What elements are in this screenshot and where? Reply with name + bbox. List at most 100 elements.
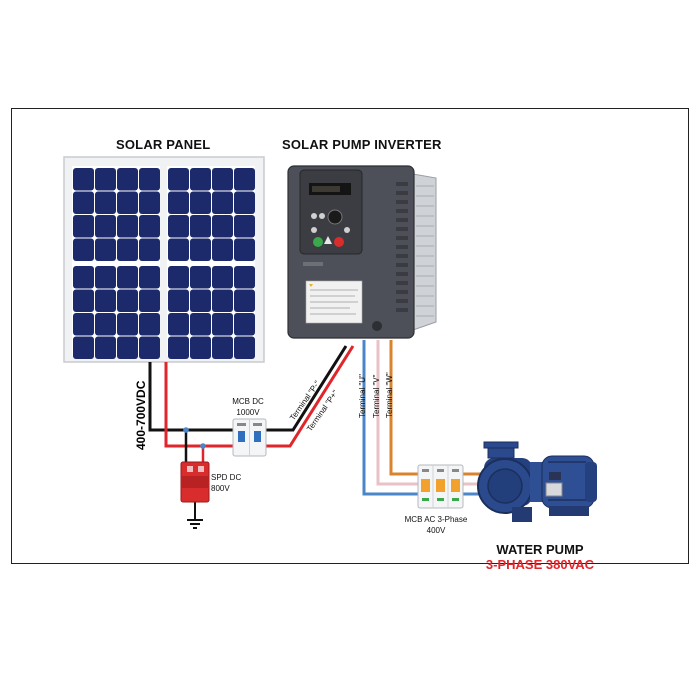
solar-cell bbox=[212, 238, 233, 261]
solar-cell bbox=[117, 313, 138, 336]
solar-cell bbox=[212, 266, 233, 289]
solar-cell bbox=[168, 336, 189, 359]
solar-cell bbox=[139, 238, 160, 261]
inverter-vent bbox=[396, 191, 408, 195]
solar-cell bbox=[73, 289, 94, 312]
solar-cell bbox=[190, 168, 211, 191]
solar-cell bbox=[73, 336, 94, 359]
solar-cell bbox=[139, 215, 160, 238]
spd-label: SPD DC 800V bbox=[211, 472, 241, 494]
solar-cell bbox=[139, 168, 160, 191]
inverter-vent bbox=[396, 263, 408, 267]
inverter-vent bbox=[396, 254, 408, 258]
solar-cell bbox=[234, 191, 255, 214]
solar-cell bbox=[73, 191, 94, 214]
water-pump-label: WATER PUMP 3-PHASE 380VAC bbox=[470, 542, 610, 572]
terminal-u-label: Terminal "U" bbox=[358, 374, 367, 418]
solar-cell bbox=[190, 313, 211, 336]
solar-cell bbox=[117, 336, 138, 359]
solar-cell bbox=[212, 336, 233, 359]
solar-cell bbox=[234, 336, 255, 359]
solar-cell bbox=[168, 313, 189, 336]
solar-cell bbox=[139, 336, 160, 359]
solar-cell bbox=[190, 289, 211, 312]
solar-cell bbox=[168, 238, 189, 261]
solar-cell bbox=[95, 266, 116, 289]
solar-cell bbox=[95, 191, 116, 214]
solar-cell bbox=[95, 336, 116, 359]
mcb-dc-label-line1: MCB DC bbox=[232, 397, 264, 406]
solar-cell bbox=[212, 313, 233, 336]
inverter-vent bbox=[396, 281, 408, 285]
mcb-ac-label-line2: 400V bbox=[426, 526, 446, 535]
solar-cell bbox=[95, 238, 116, 261]
inverter-vent bbox=[396, 299, 408, 303]
inverter-title: SOLAR PUMP INVERTER bbox=[282, 137, 442, 152]
water-pump bbox=[477, 441, 597, 522]
solar-cells bbox=[73, 168, 255, 359]
solar-cell bbox=[234, 313, 255, 336]
mcb-ac-label: MCB AC 3-Phase 400V bbox=[396, 514, 476, 536]
solar-cell bbox=[117, 215, 138, 238]
solar-cell bbox=[117, 266, 138, 289]
mcb-dc-label-line2: 1000V bbox=[236, 408, 260, 417]
inverter-vent bbox=[396, 200, 408, 204]
solar-pump-inverter bbox=[287, 165, 437, 339]
solar-cell bbox=[139, 313, 160, 336]
inverter-vent bbox=[396, 218, 408, 222]
solar-cell bbox=[212, 215, 233, 238]
solar-cell bbox=[73, 215, 94, 238]
inverter-vent bbox=[396, 272, 408, 276]
solar-cell bbox=[190, 266, 211, 289]
mcb-ac-breaker bbox=[417, 464, 464, 509]
solar-cell bbox=[234, 168, 255, 191]
dc-wiring bbox=[148, 345, 355, 529]
ac-wiring bbox=[362, 340, 496, 496]
solar-cell bbox=[117, 238, 138, 261]
inverter-vent bbox=[396, 308, 408, 312]
solar-cell bbox=[190, 336, 211, 359]
solar-cell bbox=[234, 238, 255, 261]
water-pump-subtitle: 3-PHASE 380VAC bbox=[485, 557, 595, 572]
solar-cell bbox=[190, 238, 211, 261]
spd-surge-protector bbox=[180, 461, 210, 503]
solar-cell bbox=[95, 313, 116, 336]
solar-cell bbox=[168, 191, 189, 214]
inverter-vent bbox=[396, 290, 408, 294]
solar-cell bbox=[95, 215, 116, 238]
dc-voltage-label: 400-700VDC bbox=[134, 380, 148, 450]
solar-cell bbox=[139, 289, 160, 312]
spd-label-line2: 800V bbox=[211, 484, 230, 493]
solar-panel-array bbox=[63, 156, 265, 363]
solar-cell bbox=[73, 238, 94, 261]
solar-cell bbox=[117, 191, 138, 214]
solar-cell bbox=[212, 191, 233, 214]
mcb-ac-label-line1: MCB AC 3-Phase bbox=[404, 515, 468, 524]
solar-cell bbox=[234, 215, 255, 238]
solar-cell bbox=[234, 266, 255, 289]
solar-cell bbox=[117, 168, 138, 191]
solar-cell bbox=[139, 266, 160, 289]
solar-cell bbox=[212, 168, 233, 191]
inverter-vent bbox=[396, 182, 408, 186]
inverter-vent bbox=[396, 245, 408, 249]
solar-cell bbox=[73, 313, 94, 336]
inverter-vent bbox=[396, 227, 408, 231]
inverter-vent bbox=[396, 236, 408, 240]
solar-cell bbox=[73, 266, 94, 289]
solar-cell bbox=[168, 215, 189, 238]
mcb-dc-label: MCB DC 1000V bbox=[228, 396, 268, 418]
solar-cell bbox=[212, 289, 233, 312]
solar-cell bbox=[168, 289, 189, 312]
solar-cell bbox=[139, 191, 160, 214]
solar-cell bbox=[168, 266, 189, 289]
solar-cell bbox=[95, 289, 116, 312]
solar-cell bbox=[190, 191, 211, 214]
terminal-w-label: Terminal "W" bbox=[385, 372, 394, 418]
solar-cell bbox=[234, 289, 255, 312]
inverter-vent bbox=[396, 209, 408, 213]
mcb-dc-breaker bbox=[232, 418, 267, 457]
spd-label-line1: SPD DC bbox=[211, 473, 242, 482]
solar-cell bbox=[95, 168, 116, 191]
